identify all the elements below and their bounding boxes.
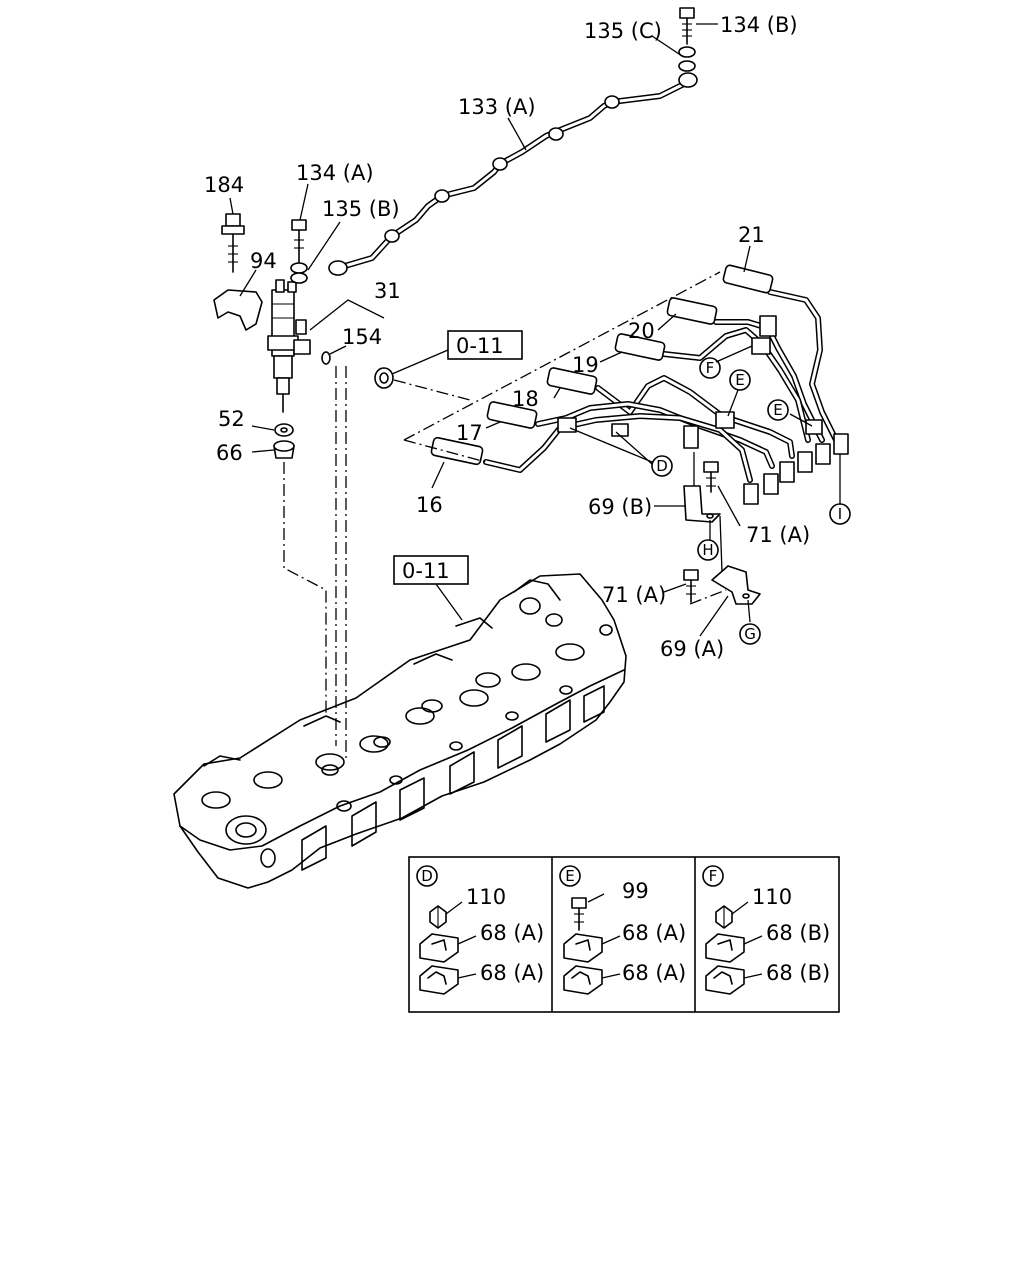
injection-pipes xyxy=(430,264,849,505)
callout-94: 94 xyxy=(250,249,277,273)
detail-panel-d: D 110 68 (A) 68 (A) xyxy=(416,865,544,995)
marker-i-label: I xyxy=(838,505,842,523)
marker-h-label: H xyxy=(702,541,713,559)
detail-panel-d-mid-part: 68 (A) xyxy=(480,921,544,945)
detail-panel-d-top-part: 110 xyxy=(466,885,506,909)
callout-18: 18 xyxy=(512,387,539,411)
callout-135b: 135 (B) xyxy=(322,197,400,221)
marker-d: D xyxy=(651,455,673,477)
marker-e-upper: E xyxy=(729,369,751,391)
leader-lines xyxy=(229,23,841,637)
detail-panel-f-key: F xyxy=(709,867,718,885)
callout-154: 154 xyxy=(342,325,382,349)
cylinder-head xyxy=(173,573,627,889)
callout-71a-upper: 71 (A) xyxy=(746,523,810,547)
callout-31: 31 xyxy=(374,279,401,303)
detail-panel-e-top-part: 99 xyxy=(622,879,649,903)
marker-f-label: F xyxy=(706,359,715,377)
callout-71a-lower: 71 (A) xyxy=(602,583,666,607)
detail-panel-f-top-part: 110 xyxy=(752,885,792,909)
detail-panel-e-key: E xyxy=(565,867,574,885)
brackets xyxy=(683,461,761,605)
callout-69b: 69 (B) xyxy=(588,495,652,519)
callout-20: 20 xyxy=(628,319,655,343)
injector-assembly xyxy=(213,213,394,459)
marker-g: G xyxy=(739,623,761,645)
detail-panel-f-bottom-part: 68 (B) xyxy=(766,961,830,985)
detail-panel-f-mid-part: 68 (B) xyxy=(766,921,830,945)
detail-panel-d-key: D xyxy=(421,867,433,885)
ref-box-head: 0-11 xyxy=(393,555,469,585)
marker-h: H xyxy=(697,539,719,561)
marker-d-label: D xyxy=(656,457,668,475)
detail-panel-e-mid-part: 68 (A) xyxy=(622,921,686,945)
callout-labels: 135 (C) 134 (B) 133 (A) 184 134 (A) 135 … xyxy=(204,13,810,661)
callout-17: 17 xyxy=(456,421,483,445)
detail-panel-f: F 110 68 (B) 68 (B) xyxy=(702,865,830,995)
marker-e-upper-label: E xyxy=(735,371,744,389)
leak-off-pipe xyxy=(328,72,698,276)
ref-box-head-label: 0-11 xyxy=(402,559,450,583)
marker-e-right: E xyxy=(767,399,789,421)
marker-g-label: G xyxy=(744,625,756,643)
ref-box-top-label: 0-11 xyxy=(456,334,504,358)
callout-19: 19 xyxy=(572,353,599,377)
marker-e-right-label: E xyxy=(773,401,782,419)
marker-i: I xyxy=(829,503,851,525)
callout-21: 21 xyxy=(738,223,765,247)
callout-184: 184 xyxy=(204,173,244,197)
detail-panel-d-bottom-part: 68 (A) xyxy=(480,961,544,985)
callout-66: 66 xyxy=(216,441,243,465)
assembly-dash-lines xyxy=(283,271,727,760)
detail-panels: D 110 68 (A) 68 (A) E xyxy=(408,856,840,1013)
ref-box-top: 0-11 xyxy=(447,330,523,360)
eye-bolt-134b xyxy=(678,7,696,72)
callout-133a: 133 (A) xyxy=(458,95,536,119)
detail-panel-e: E 99 68 (A) 68 (A) xyxy=(559,865,686,995)
detail-panel-e-bottom-part: 68 (A) xyxy=(622,961,686,985)
callout-69a: 69 (A) xyxy=(660,637,724,661)
callout-134b: 134 (B) xyxy=(720,13,798,37)
callout-16: 16 xyxy=(416,493,443,517)
callout-134a: 134 (A) xyxy=(296,161,374,185)
callout-135c: 135 (C) xyxy=(584,19,662,43)
callout-52: 52 xyxy=(218,407,245,431)
marker-f: F xyxy=(699,357,721,379)
